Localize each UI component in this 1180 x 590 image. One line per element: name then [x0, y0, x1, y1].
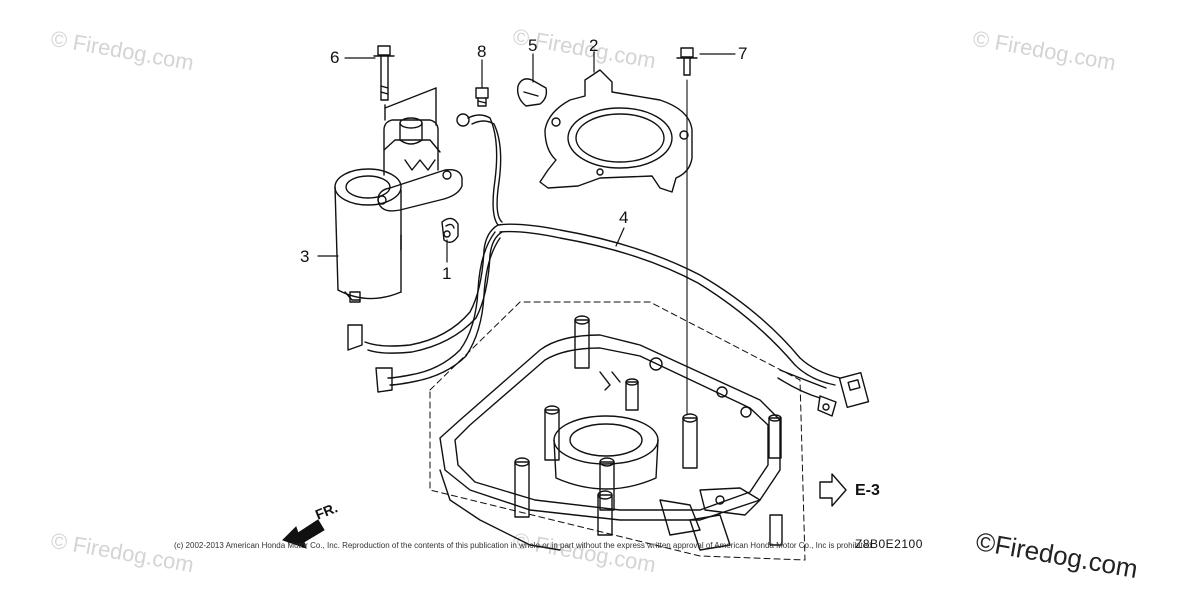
copyright-notice: (c) 2002-2013 American Honda Motor Co., … [174, 541, 874, 550]
callout-2: 2 [589, 36, 599, 55]
callout-6: 6 [330, 48, 340, 67]
callout-8: 8 [477, 42, 487, 61]
bolt-7 [676, 47, 698, 416]
callout-5: 5 [528, 36, 538, 55]
front-arrow-icon [282, 519, 325, 549]
clip-5 [516, 78, 548, 107]
diagram-code: Z8B0E2100 [855, 537, 923, 551]
callout-1: 1 [442, 264, 452, 283]
callout-4: 4 [619, 208, 629, 227]
callout-7: 7 [738, 44, 748, 63]
engine-base [429, 301, 806, 561]
reference-label: E-3 [855, 482, 880, 499]
clip-1 [441, 217, 459, 243]
starter-motor [334, 117, 463, 303]
callout-3: 3 [300, 247, 310, 266]
bolt-6 [373, 45, 437, 126]
harness-4 [347, 223, 870, 417]
plate-2 [539, 69, 693, 193]
